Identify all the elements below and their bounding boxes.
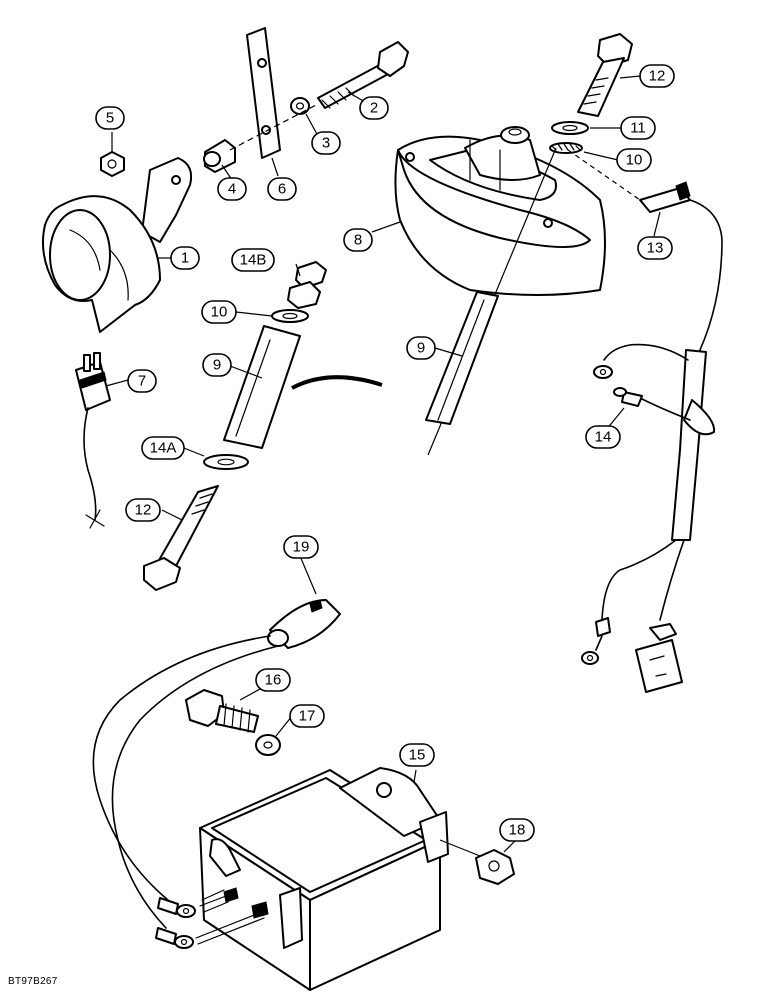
- callout-17: 17: [289, 704, 325, 728]
- svg-text:18: 18: [509, 822, 526, 839]
- bolt-12-right: [577, 33, 633, 117]
- callout-10-left: 10: [201, 300, 237, 324]
- relay-15: [195, 767, 491, 991]
- svg-text:10: 10: [626, 152, 643, 169]
- strap-6: [246, 27, 281, 159]
- callout-7: 7: [127, 369, 157, 393]
- svg-text:11: 11: [630, 120, 646, 137]
- callout-18: 18: [499, 818, 535, 842]
- callout-5: 5: [95, 106, 125, 130]
- callout-9-left: 9: [202, 353, 232, 377]
- switch-7: [75, 352, 111, 529]
- washer-10-left: [271, 309, 309, 323]
- svg-text:12: 12: [135, 502, 152, 519]
- wire-19-b: [111, 645, 279, 929]
- nuts-14b: [287, 261, 327, 309]
- callout-leaders: [105, 75, 661, 853]
- washer-3: [290, 97, 310, 115]
- svg-text:2: 2: [370, 100, 378, 117]
- svg-text:14A: 14A: [150, 440, 177, 457]
- callout-4: 4: [217, 177, 247, 201]
- bolt-16: [185, 689, 259, 733]
- wire-19-a: [92, 635, 271, 901]
- svg-text:16: 16: [265, 672, 282, 689]
- callout-6: 6: [267, 177, 297, 201]
- connector-19: [267, 599, 341, 649]
- washer-17: [255, 734, 281, 756]
- callout-14b: 14B: [231, 248, 275, 272]
- svg-text:9: 9: [417, 340, 425, 357]
- spacer-4: [203, 139, 236, 173]
- callout-19: 19: [283, 535, 319, 559]
- bolt-12-left: [143, 485, 219, 591]
- view-link-arc: [291, 375, 383, 390]
- svg-text:12: 12: [649, 68, 666, 85]
- svg-text:14: 14: [595, 429, 612, 446]
- horn-right: [394, 126, 606, 296]
- svg-text:7: 7: [138, 373, 146, 390]
- svg-text:5: 5: [106, 110, 114, 127]
- callout-1: 1: [170, 246, 200, 270]
- callout-13: 13: [637, 236, 673, 260]
- rod-9-right: [425, 291, 499, 425]
- callout-11: 11: [620, 116, 656, 140]
- callout-15: 15: [399, 743, 435, 767]
- callout-8: 8: [343, 228, 373, 252]
- callout-14: 14: [585, 425, 621, 449]
- nut-18: [475, 849, 515, 885]
- svg-text:3: 3: [322, 135, 330, 152]
- callout-16: 16: [255, 668, 291, 692]
- washer-14a: [203, 454, 249, 470]
- svg-text:4: 4: [228, 181, 236, 198]
- callout-10-right: 10: [616, 148, 652, 172]
- figure-code: BT97B267: [8, 976, 58, 987]
- rod-9-left: [223, 325, 301, 449]
- svg-text:15: 15: [409, 747, 426, 764]
- svg-text:14B: 14B: [240, 252, 267, 269]
- svg-text:17: 17: [299, 708, 316, 725]
- svg-text:1: 1: [181, 250, 189, 267]
- horn-left: [42, 157, 193, 333]
- svg-text:13: 13: [647, 240, 664, 257]
- callout-2: 2: [359, 96, 389, 120]
- callout-12-left: 12: [125, 498, 161, 522]
- callout-14a: 14A: [141, 436, 185, 460]
- ring-terminals-relay: [155, 897, 196, 949]
- nut-5: [100, 151, 125, 177]
- bolt-2: [317, 41, 409, 109]
- callout-3: 3: [311, 131, 341, 155]
- washer-11: [551, 121, 589, 135]
- svg-text:9: 9: [213, 357, 221, 374]
- harness-right: [567, 149, 723, 693]
- callout-12-right: 12: [639, 64, 675, 88]
- callout-9-right: 9: [406, 336, 436, 360]
- svg-text:6: 6: [278, 181, 286, 198]
- svg-text:19: 19: [293, 539, 310, 556]
- svg-text:8: 8: [354, 232, 362, 249]
- svg-text:10: 10: [211, 304, 228, 321]
- washer-10-right: [549, 142, 583, 154]
